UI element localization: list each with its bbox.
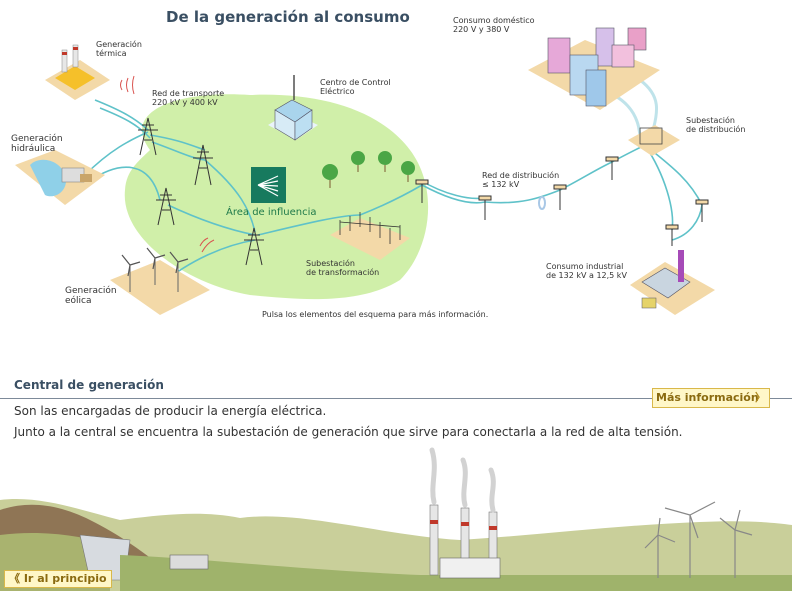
chevron-right-icon: 〉 [755,389,766,407]
instruction-hint: Pulsa los elementos del esquema para más… [262,310,488,319]
label-red-transporte[interactable]: Red de transporte 220 kV y 400 kV [152,89,224,107]
label-generacion-eolica[interactable]: Generación eólica [65,286,117,306]
label-consumo-domestico[interactable]: Consumo doméstico 220 V y 380 V [453,16,535,34]
back-to-start-button[interactable]: 《 Ir al principio [4,570,112,588]
label-subestacion-distribucion[interactable]: Subestación de distribución [686,116,745,134]
influence-area-logo[interactable] [251,167,286,203]
distribution-substation[interactable] [628,125,680,156]
thermal-signal-icon [121,76,135,94]
back-to-start-label: Ir al principio [24,572,107,585]
description-line-2: Junto a la central se encuentra la subes… [14,425,683,439]
more-info-button[interactable]: Más información〉 [652,388,770,408]
more-info-label: Más información [656,391,759,404]
label-red-distribucion[interactable]: Red de distribución ≤ 132 kV [482,171,559,189]
label-consumo-industrial[interactable]: Consumo industrial de 132 kV a 12,5 kV [546,262,627,280]
smoke [432,450,493,510]
label-generacion-termica[interactable]: Generación térmica [96,40,142,58]
industrial-plant[interactable] [630,250,715,315]
page-title: De la generación al consumo [166,8,410,26]
label-generacion-hidraulica[interactable]: Generación hidráulica [11,134,63,154]
label-centro-control[interactable]: Centro de Control Eléctrico [320,78,391,96]
hydro-plant[interactable] [15,150,105,205]
section-title: Central de generación [14,378,164,392]
distribution-poles[interactable] [416,157,708,246]
double-chevron-left-icon: 《 [9,572,20,585]
label-area-influencia[interactable]: Área de influencia [226,207,317,218]
domestic-buildings[interactable] [528,28,660,110]
label-subestacion-transformacion[interactable]: Subestación de transformación [306,259,379,277]
description-line-1: Son las encargadas de producir la energí… [14,404,326,418]
generation-plant-illustration [0,440,792,591]
insulator-icon [539,197,545,209]
